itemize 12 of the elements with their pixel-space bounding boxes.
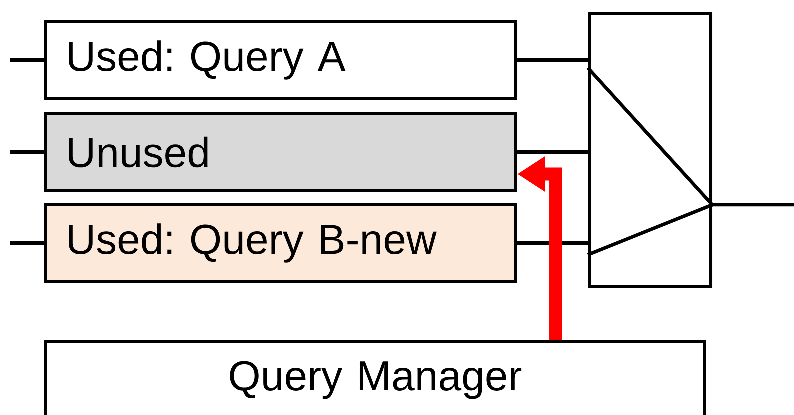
manager-box: Query Manager bbox=[44, 340, 706, 415]
multiplexer-symbol bbox=[586, 12, 716, 288]
query-slot: Unused bbox=[44, 112, 518, 192]
output-line bbox=[712, 203, 794, 207]
connector-line bbox=[518, 150, 588, 154]
query-slot: Used: Query A bbox=[44, 20, 518, 100]
connector-line bbox=[518, 58, 588, 62]
input-line bbox=[10, 242, 44, 245]
query-slot: Used: Query B-new bbox=[44, 203, 518, 284]
input-line bbox=[10, 150, 44, 154]
input-line bbox=[10, 58, 44, 62]
connector-line bbox=[518, 242, 588, 245]
